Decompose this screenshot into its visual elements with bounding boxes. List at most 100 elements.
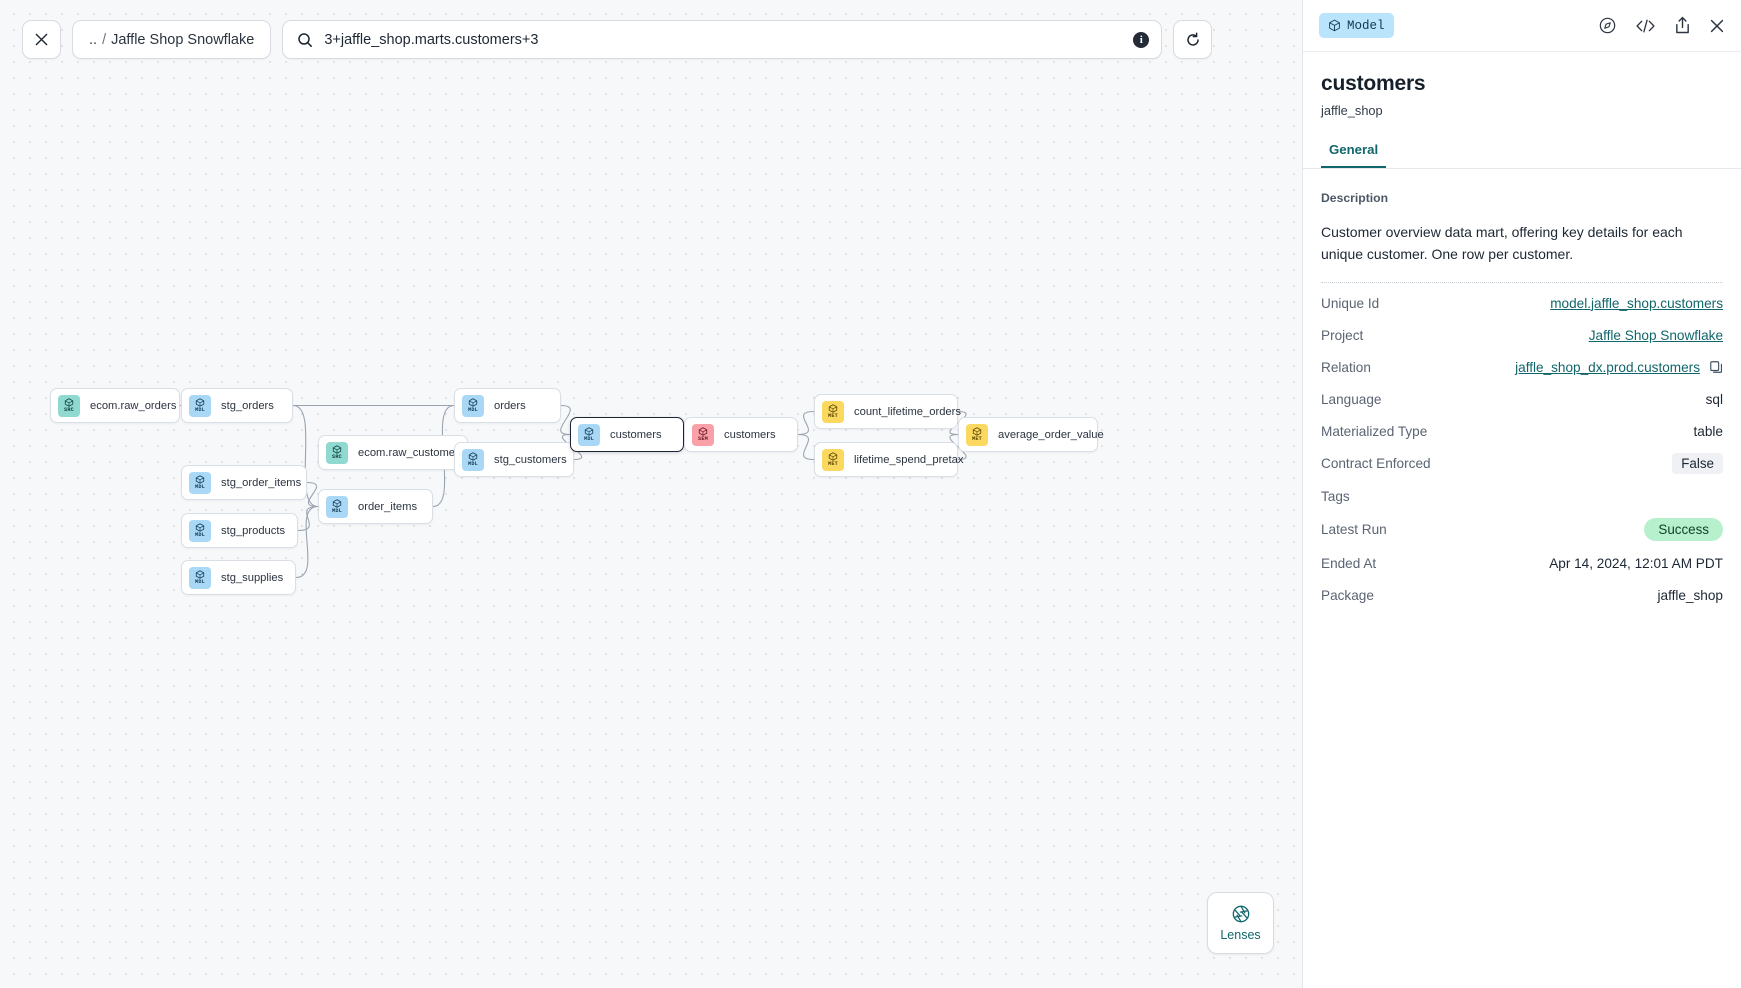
- refresh-button[interactable]: [1173, 20, 1213, 59]
- lineage-edges: [172, 404, 967, 579]
- lenses-button[interactable]: Lenses: [1207, 892, 1274, 954]
- graph-node-stg_orders[interactable]: MDL stg_orders: [181, 388, 293, 423]
- field-value-wrap: table: [1694, 424, 1723, 439]
- panel-subtitle: jaffle_shop: [1321, 103, 1383, 118]
- field-value[interactable]: model.jaffle_shop.customers: [1550, 295, 1723, 311]
- field-value: jaffle_shop: [1657, 587, 1723, 603]
- node-label: customers: [724, 428, 776, 441]
- graph-node-ecom_raw_orders[interactable]: SRC ecom.raw_orders: [50, 388, 180, 423]
- node-type-badge-mdl-icon: MDL: [189, 394, 211, 417]
- node-type-badge-sem-icon: SEM: [692, 423, 714, 446]
- tab-general[interactable]: General: [1321, 142, 1387, 168]
- field-value[interactable]: jaffle_shop_dx.prod.customers: [1515, 359, 1700, 375]
- field-row: Language sql: [1321, 383, 1723, 415]
- resource-type-chip[interactable]: Model: [1319, 13, 1394, 38]
- resource-type-label: Model: [1347, 18, 1385, 33]
- edge-stg_order_items-to-order_items: [306, 481, 319, 508]
- graph-node-ecom_raw_customers[interactable]: SRC ecom.raw_customers: [318, 435, 468, 470]
- panel-actions: [1598, 16, 1725, 35]
- node-type-badge-src-icon: SRC: [58, 394, 80, 417]
- field-row: Contract Enforced False: [1321, 447, 1723, 480]
- breadcrumb[interactable]: .. / Jaffle Shop Snowflake: [72, 20, 272, 59]
- node-type-badge-src-icon: SRC: [326, 441, 348, 464]
- field-key: Ended At: [1321, 555, 1377, 571]
- field-key: Latest Run: [1321, 522, 1387, 538]
- node-label: ecom.raw_orders: [90, 399, 177, 412]
- lenses-icon: [1232, 905, 1249, 923]
- field-value: Apr 14, 2024, 12:01 AM PDT: [1549, 555, 1723, 571]
- breadcrumb-separator: /: [102, 31, 107, 48]
- close-lineage-button[interactable]: [22, 20, 61, 59]
- panel-tabs: General: [1303, 142, 1741, 169]
- field-value: table: [1693, 423, 1723, 439]
- node-label: stg_products: [221, 524, 286, 537]
- field-key: Language: [1321, 391, 1382, 407]
- edge-lifetime_spend_pretax-to-average_order_value: [949, 433, 967, 461]
- field-value-wrap: Apr 14, 2024, 12:01 AM PDT: [1549, 556, 1723, 571]
- lineage-canvas[interactable]: .. / Jaffle Shop Snowflake 3+jaffle_shop…: [0, 0, 1302, 988]
- node-label: average_order_value: [998, 428, 1104, 441]
- field-key: Materialized Type: [1321, 423, 1428, 439]
- share-icon[interactable]: [1674, 16, 1691, 35]
- section-divider: [1321, 282, 1723, 284]
- field-value-wrap: jaffle_shop: [1657, 588, 1723, 603]
- field-value: sql: [1705, 391, 1723, 407]
- field-value[interactable]: Jaffle Shop Snowflake: [1588, 327, 1723, 343]
- node-label: stg_order_items: [221, 476, 302, 489]
- copy-icon[interactable]: [1709, 360, 1723, 374]
- edge-count_lifetime_orders-to-average_order_value: [949, 410, 967, 436]
- lineage-search[interactable]: 3+jaffle_shop.marts.customers+3 i: [282, 20, 1163, 59]
- field-value-wrap: False: [1672, 453, 1723, 475]
- node-label: ecom.raw_customers: [358, 446, 465, 459]
- details-panel: Model: [1302, 0, 1741, 988]
- edge-customers_semantic-to-lifetime_spend_pretax: [797, 433, 815, 461]
- description-text: Customer overview data mart, offering ke…: [1321, 224, 1683, 263]
- edge-stg_orders-to-order_items: [292, 404, 319, 508]
- field-key: Tags: [1321, 488, 1350, 504]
- search-input[interactable]: 3+jaffle_shop.marts.customers+3: [324, 31, 539, 48]
- field-key: Contract Enforced: [1321, 456, 1431, 472]
- node-label: stg_orders: [221, 399, 274, 412]
- edge-customers_semantic-to-count_lifetime_orders: [797, 410, 815, 436]
- close-icon: [35, 33, 48, 46]
- node-type-badge-mdl-icon: MDL: [462, 394, 484, 417]
- edge-stg_products-to-order_items: [297, 505, 319, 532]
- node-type-badge-met-icon: MET: [822, 400, 844, 423]
- search-icon: [298, 32, 313, 47]
- breadcrumb-prefix: ..: [89, 31, 98, 48]
- description-label: Description: [1321, 191, 1389, 205]
- node-label: lifetime_spend_pretax: [854, 453, 964, 466]
- close-panel-icon[interactable]: [1709, 18, 1725, 34]
- node-type-badge-mdl-icon: MDL: [462, 448, 484, 471]
- panel-body: Description Customer overview data mart,…: [1303, 169, 1741, 988]
- field-value-wrap: sql: [1706, 392, 1723, 407]
- graph-node-customers_semantic[interactable]: SEM customers: [684, 417, 798, 452]
- info-icon[interactable]: i: [1133, 31, 1150, 48]
- field-row: Tags: [1321, 480, 1723, 512]
- field-value-wrap: model.jaffle_shop.customers: [1550, 296, 1723, 311]
- code-icon[interactable]: [1635, 18, 1656, 34]
- edge-orders-to-customers_model: [560, 404, 571, 436]
- field-key: Project: [1321, 327, 1364, 343]
- explore-icon[interactable]: [1598, 16, 1617, 35]
- canvas-toolbar: .. / Jaffle Shop Snowflake 3+jaffle_shop…: [22, 20, 1213, 59]
- node-type-badge-mdl-icon: MDL: [578, 423, 600, 446]
- panel-header: customers jaffle_shop: [1303, 52, 1741, 118]
- node-type-badge-mdl-icon: MDL: [326, 495, 348, 518]
- node-type-badge-mdl-icon: MDL: [189, 566, 211, 589]
- field-row: Ended At Apr 14, 2024, 12:01 AM PDT: [1321, 547, 1723, 579]
- field-key: Package: [1321, 587, 1374, 603]
